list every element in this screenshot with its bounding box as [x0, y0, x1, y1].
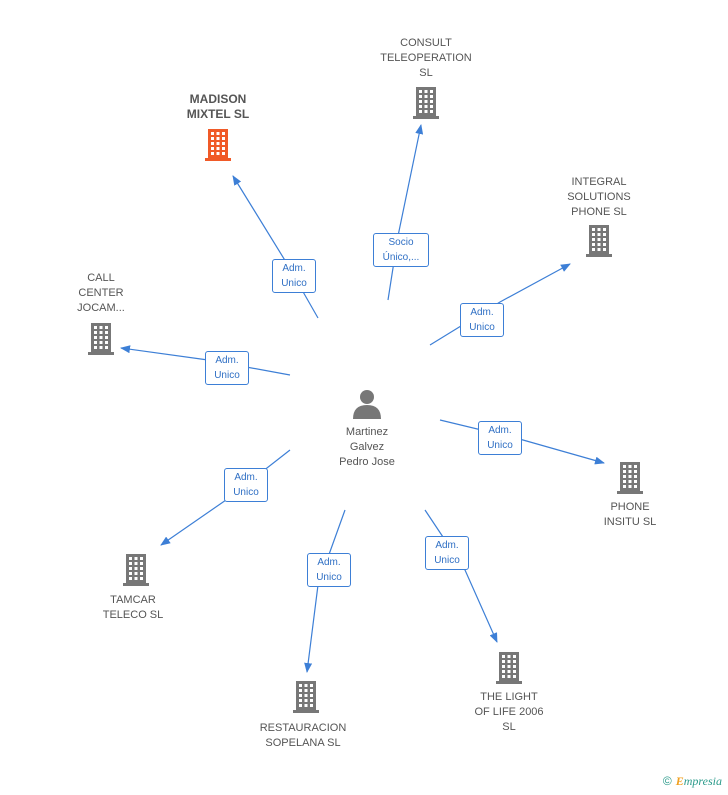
company-label-light[interactable]: THE LIGHT OF LIFE 2006 SL: [474, 691, 544, 733]
center-person-name[interactable]: Martinez Galvez Pedro Jose: [339, 426, 395, 468]
edge-light: [424, 509, 498, 643]
relation-badge-consult[interactable]: Socio Único,...: [373, 233, 429, 267]
copyright-symbol: ©: [662, 774, 672, 788]
person-icon[interactable]: [353, 390, 381, 419]
building-icon[interactable]: [617, 462, 643, 494]
edge-consult: [387, 124, 424, 301]
building-icon[interactable]: [496, 652, 522, 684]
company-label-phone[interactable]: PHONE INSITU SL: [603, 501, 657, 528]
company-label-madison[interactable]: MADISON MIXTEL SL: [186, 92, 250, 121]
brand-name: mpresia: [683, 774, 722, 788]
relation-badge-integral[interactable]: Adm. Unico: [460, 303, 504, 337]
building-icon[interactable]: [88, 323, 114, 355]
edge-phone: [439, 419, 605, 465]
relation-badge-restauracion[interactable]: Adm. Unico: [307, 553, 351, 587]
building-icon[interactable]: [123, 554, 149, 586]
brand-initial: E: [675, 774, 684, 788]
relation-badge-tamcar[interactable]: Adm. Unico: [224, 468, 268, 502]
edge-restauracion: [304, 509, 346, 673]
company-label-callcenter[interactable]: CALL CENTER JOCAM...: [77, 272, 125, 314]
building-icon[interactable]: [205, 129, 231, 161]
company-label-restauracion[interactable]: RESTAURACION SOPELANA SL: [259, 722, 347, 749]
company-label-integral[interactable]: INTEGRAL SOLUTIONS PHONE SL: [567, 176, 631, 218]
building-icon[interactable]: [586, 225, 612, 257]
relation-badge-phone[interactable]: Adm. Unico: [478, 421, 522, 455]
company-label-tamcar[interactable]: TAMCAR TELECO SL: [102, 594, 164, 621]
company-label-consult[interactable]: CONSULT TELEOPERATION SL: [380, 37, 472, 79]
building-icon[interactable]: [413, 87, 439, 119]
relation-badge-light[interactable]: Adm. Unico: [425, 536, 469, 570]
edge-madison: [232, 175, 319, 319]
relation-badge-callcenter[interactable]: Adm. Unico: [205, 351, 249, 385]
brand-footer: ©Empresia: [663, 774, 722, 789]
building-icon[interactable]: [293, 681, 319, 713]
relation-badge-madison[interactable]: Adm. Unico: [272, 259, 316, 293]
